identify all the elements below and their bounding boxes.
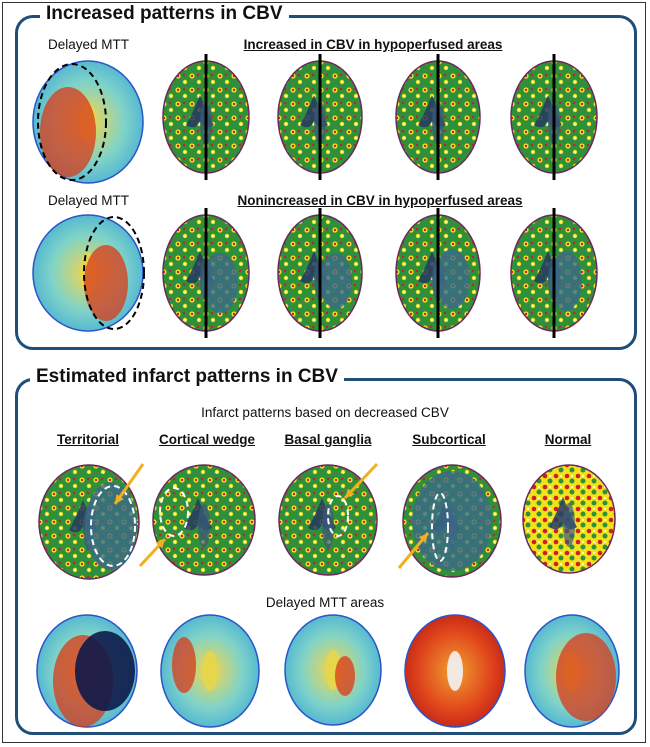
row2-cbv-scan-3 <box>395 208 481 338</box>
infarct-subtitle: Infarct patterns based on decreased CBV <box>201 405 449 420</box>
row2-cbv-scan-2 <box>277 208 363 338</box>
row1-cbv-scan-3 <box>395 54 481 180</box>
row2-cbv-scan-1 <box>162 208 250 338</box>
mtt-areas-label: Delayed MTT areas <box>265 595 385 610</box>
basal-ganglia-cbv-scan <box>278 464 378 576</box>
col-label-territorial: Territorial <box>56 432 120 447</box>
territorial-mtt-scan <box>36 614 138 728</box>
row2-mtt-label: Delayed MTT <box>48 193 130 208</box>
increased-patterns-panel <box>15 15 637 350</box>
increased-patterns-title: Increased patterns in CBV <box>40 3 289 25</box>
col-label-subcortical: Subcortical <box>412 432 486 447</box>
col-label-basal-ganglia: Basal ganglia <box>284 432 372 447</box>
normal-cbv-scan <box>522 464 616 574</box>
cortical-wedge-mtt-scan <box>160 614 260 728</box>
row1-heading: Increased in CBV in hypoperfused areas <box>243 37 503 52</box>
col-label-normal: Normal <box>544 432 592 447</box>
row2-heading: Nonincreased in CBV in hypoperfused area… <box>237 193 523 208</box>
normal-mtt-scan <box>524 614 620 728</box>
row2-mtt-scan <box>32 214 145 332</box>
basal-ganglia-mtt-scan <box>284 614 382 726</box>
row1-cbv-scan-4 <box>510 54 598 180</box>
row1-mtt-scan <box>32 60 144 184</box>
col-label-cortical-wedge: Cortical wedge <box>158 432 256 447</box>
infarct-patterns-title: Estimated infarct patterns in CBV <box>30 366 344 388</box>
row1-cbv-scan-2 <box>277 54 363 180</box>
row1-cbv-scan-1 <box>162 54 250 180</box>
territorial-cbv-scan <box>38 464 140 580</box>
cortical-wedge-cbv-scan <box>152 464 256 576</box>
subcortical-mtt-scan <box>404 614 506 728</box>
row2-cbv-scan-4 <box>510 208 598 338</box>
row1-mtt-label: Delayed MTT <box>48 37 130 52</box>
subcortical-cbv-scan <box>402 464 502 578</box>
